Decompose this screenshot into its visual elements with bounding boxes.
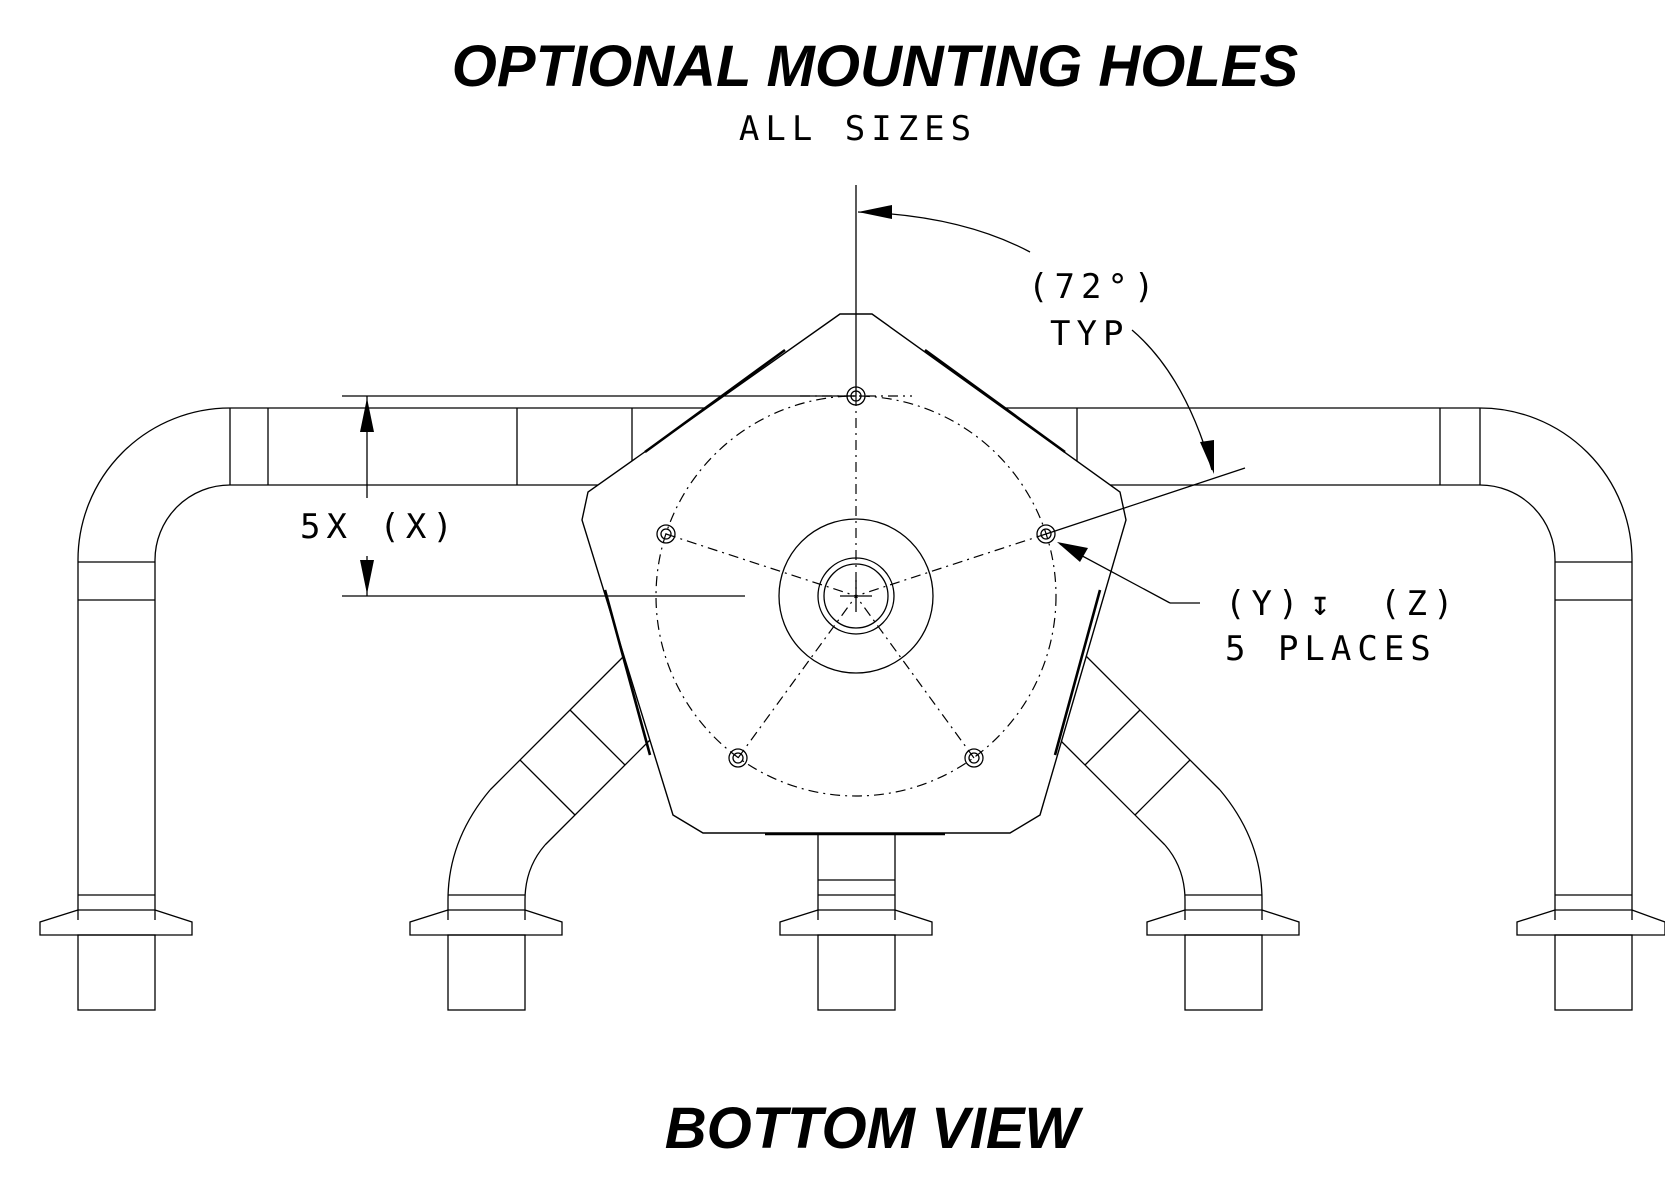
hole-spec-right: (Z)	[1380, 584, 1459, 624]
hole-spec-left: (Y)	[1225, 584, 1304, 624]
manifold-pipes	[77, 407, 1633, 920]
pentagon-housing	[581, 313, 1127, 836]
hole-count-label: 5 PLACES	[1225, 629, 1437, 669]
drawing-subtitle: ALL SIZES	[739, 109, 977, 149]
mounting-hole-3	[1036, 524, 1056, 544]
view-label: BOTTOM VIEW	[665, 1096, 1084, 1161]
ferrule-3	[779, 909, 933, 1011]
mounting-hole-5	[964, 748, 984, 768]
bolt-circle	[655, 395, 1057, 797]
dimension-lines	[342, 185, 1246, 604]
angle-arrow-bottom	[1200, 440, 1214, 474]
ferrule-5	[1516, 909, 1665, 1011]
ferrule-fittings	[39, 909, 1665, 1011]
angle-arrow-top	[858, 205, 892, 219]
dimension-annotation: 5X (X)	[300, 507, 459, 547]
ferrule-1	[39, 909, 193, 1011]
mounting-hole-4	[728, 748, 748, 768]
ferrule-4	[1146, 909, 1300, 1011]
angle-annotation: (72°)	[1028, 267, 1160, 307]
drawing-title: OPTIONAL MOUNTING HOLES	[452, 34, 1299, 99]
dim-arrow-up	[360, 398, 374, 432]
depth-symbol-icon: ↧	[1310, 584, 1336, 624]
center-hub	[778, 518, 934, 674]
dim-arrow-down	[360, 560, 374, 594]
ferrule-2	[409, 909, 563, 1011]
leader-arrow	[1057, 542, 1088, 562]
mounting-hole-2	[656, 524, 676, 544]
angle-typ-label: TYP	[1050, 314, 1129, 354]
